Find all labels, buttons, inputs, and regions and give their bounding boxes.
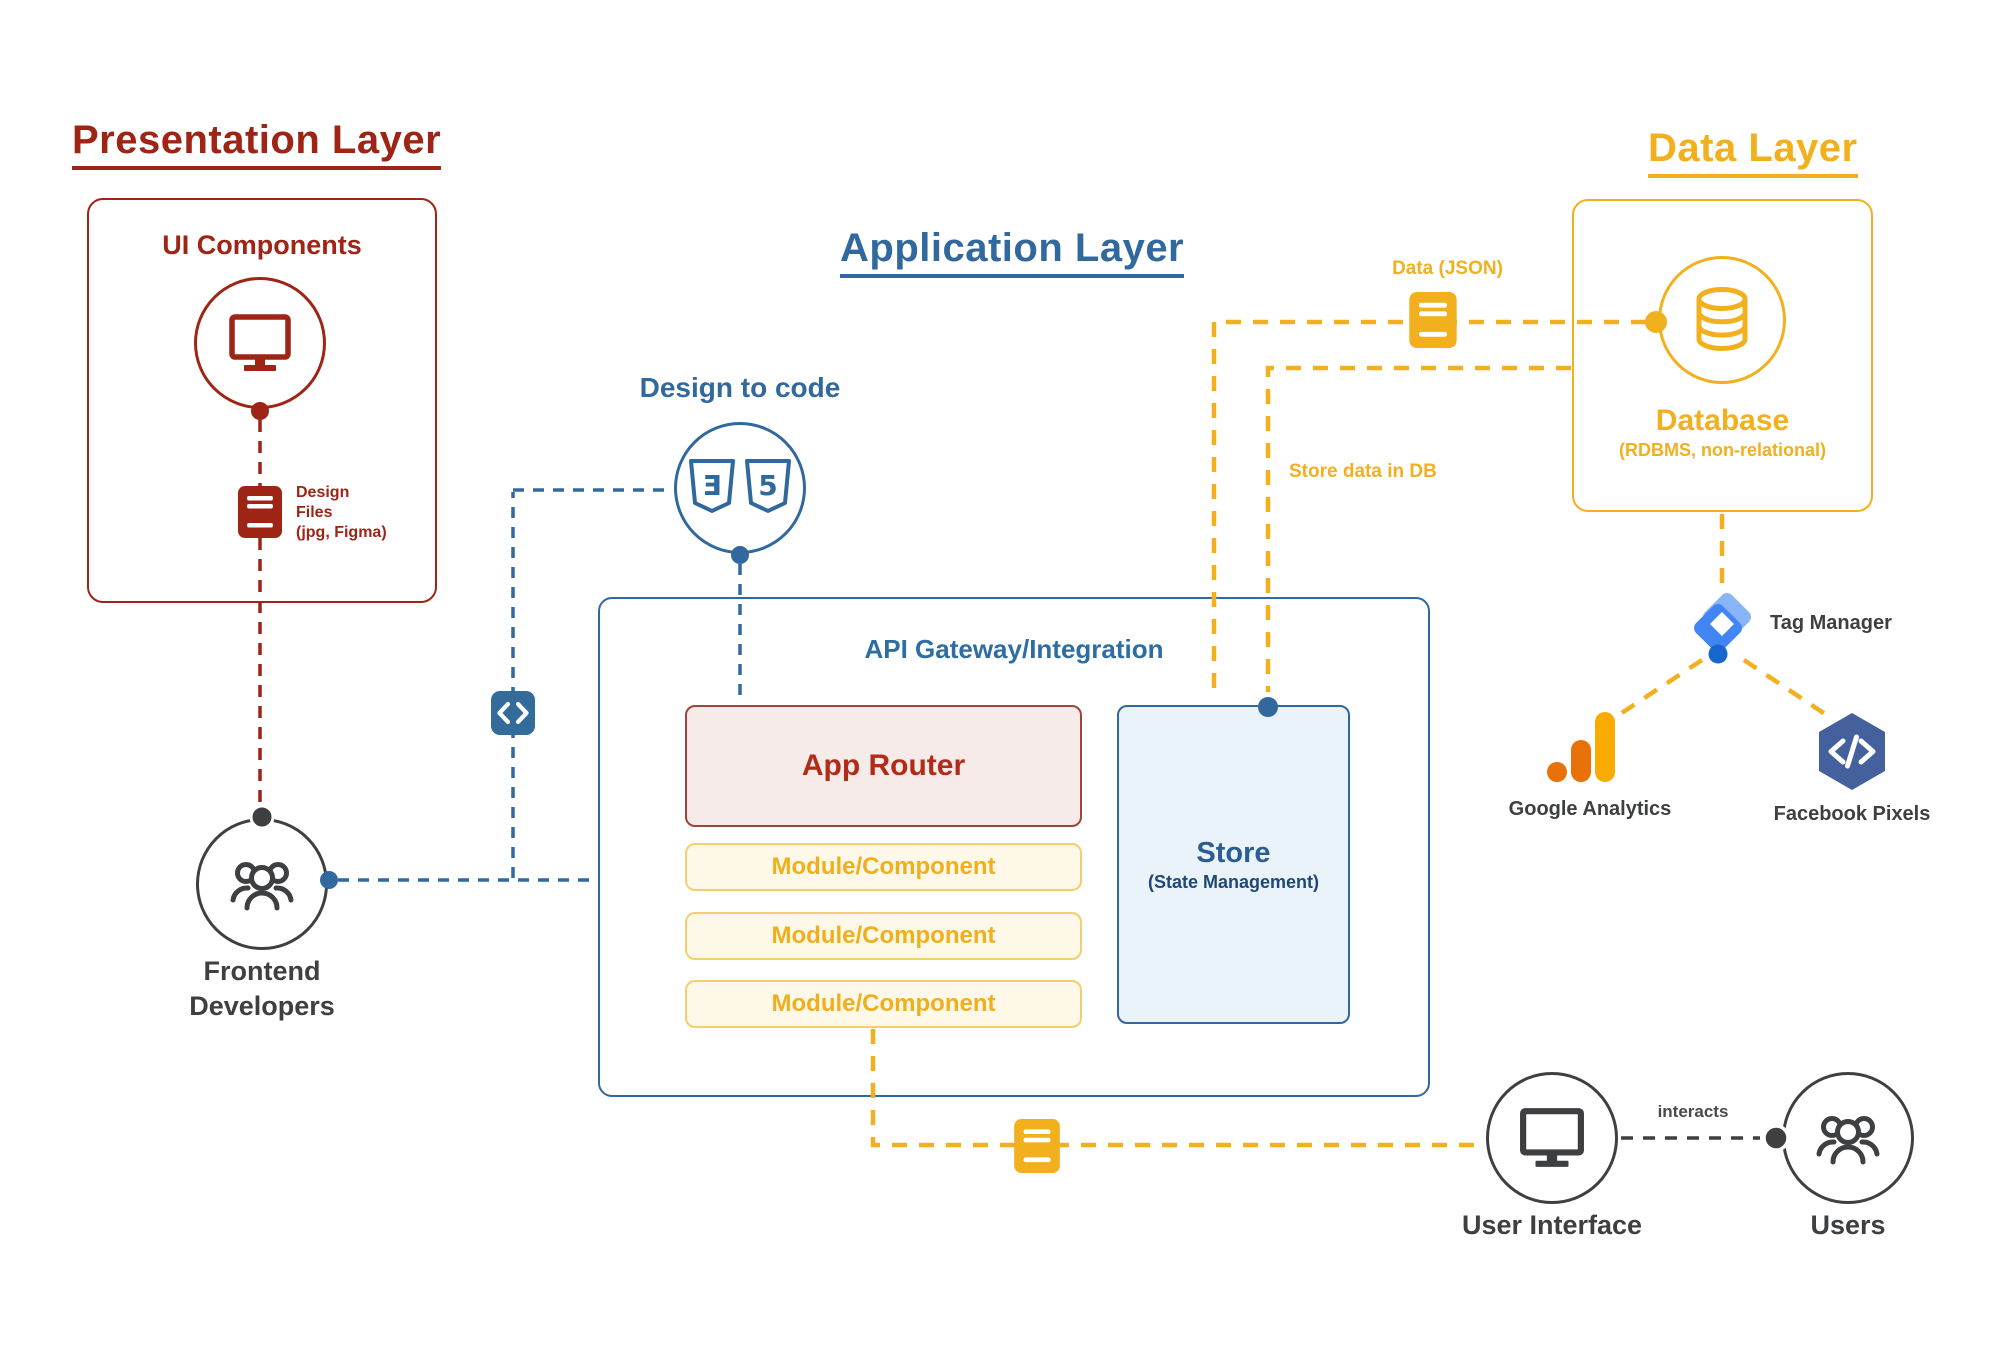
database-subtitle: (RDBMS, non-relational) — [1619, 440, 1826, 460]
database-title: Database — [1655, 404, 1790, 437]
users-node — [1782, 1072, 1914, 1204]
facebook-pixels-icon — [1814, 710, 1890, 799]
html5-glyph: 5 — [758, 469, 777, 502]
design-to-code-node: Ǝ 5 — [674, 422, 806, 554]
code-icon — [491, 691, 535, 740]
application-layer-title: Application Layer — [840, 226, 1185, 278]
module-component-label: Module/Component — [771, 853, 996, 880]
database-node — [1658, 256, 1786, 384]
google-analytics-label: Google Analytics — [1508, 798, 1672, 820]
app-router-box: App Router — [685, 705, 1082, 827]
ui-data-document-icon — [1014, 1119, 1060, 1178]
store-data-label: Store data in DB — [1289, 461, 1437, 482]
api-gateway-title: API Gateway/Integration — [864, 634, 1164, 664]
users-group-icon — [1816, 1116, 1880, 1165]
data-layer-title: Data Layer — [1648, 126, 1858, 178]
module-component-box-1: Module/Component — [685, 843, 1082, 891]
tag-manager-label: Tag Manager — [1770, 612, 1892, 634]
css3-glyph: Ǝ — [702, 469, 721, 502]
data-json-document-icon — [1409, 292, 1457, 353]
store-box: Store (State Management) — [1117, 705, 1350, 1024]
tag-manager-icon — [1682, 588, 1762, 673]
users-label: Users — [1810, 1210, 1886, 1240]
design-files-document-icon — [238, 486, 282, 543]
presentation-layer-title: Presentation Layer — [72, 118, 442, 170]
module-component-box-2: Module/Component — [685, 912, 1082, 960]
css3-html5-shields-icon: Ǝ 5 — [689, 459, 791, 513]
module-component-label: Module/Component — [771, 990, 996, 1017]
ui-components-node — [194, 277, 326, 409]
module-component-label: Module/Component — [771, 922, 996, 949]
ui-components-title: UI Components — [162, 230, 362, 260]
frontend-developers-node — [196, 818, 328, 950]
store-subtitle: (State Management) — [1147, 871, 1320, 892]
user-interface-label: User Interface — [1461, 1210, 1643, 1240]
app-router-label: App Router — [801, 749, 966, 782]
user-interface-node — [1486, 1072, 1618, 1204]
design-to-code-label: Design to code — [639, 372, 841, 403]
data-json-label: Data (JSON) — [1392, 258, 1503, 279]
interacts-label: interacts — [1657, 1102, 1729, 1121]
database-cylinder-icon — [1696, 287, 1748, 351]
design-files-label: Design Files (jpg, Figma) — [296, 484, 387, 541]
store-title: Store — [1196, 836, 1271, 869]
module-component-box-3: Module/Component — [685, 980, 1082, 1028]
monitor-icon — [1520, 1108, 1584, 1167]
frontend-developers-label: Frontend Developers — [189, 956, 335, 1021]
monitor-icon — [229, 314, 291, 371]
google-analytics-icon — [1547, 710, 1615, 789]
facebook-pixels-label: Facebook Pixels — [1773, 803, 1931, 825]
users-group-icon — [230, 862, 294, 911]
